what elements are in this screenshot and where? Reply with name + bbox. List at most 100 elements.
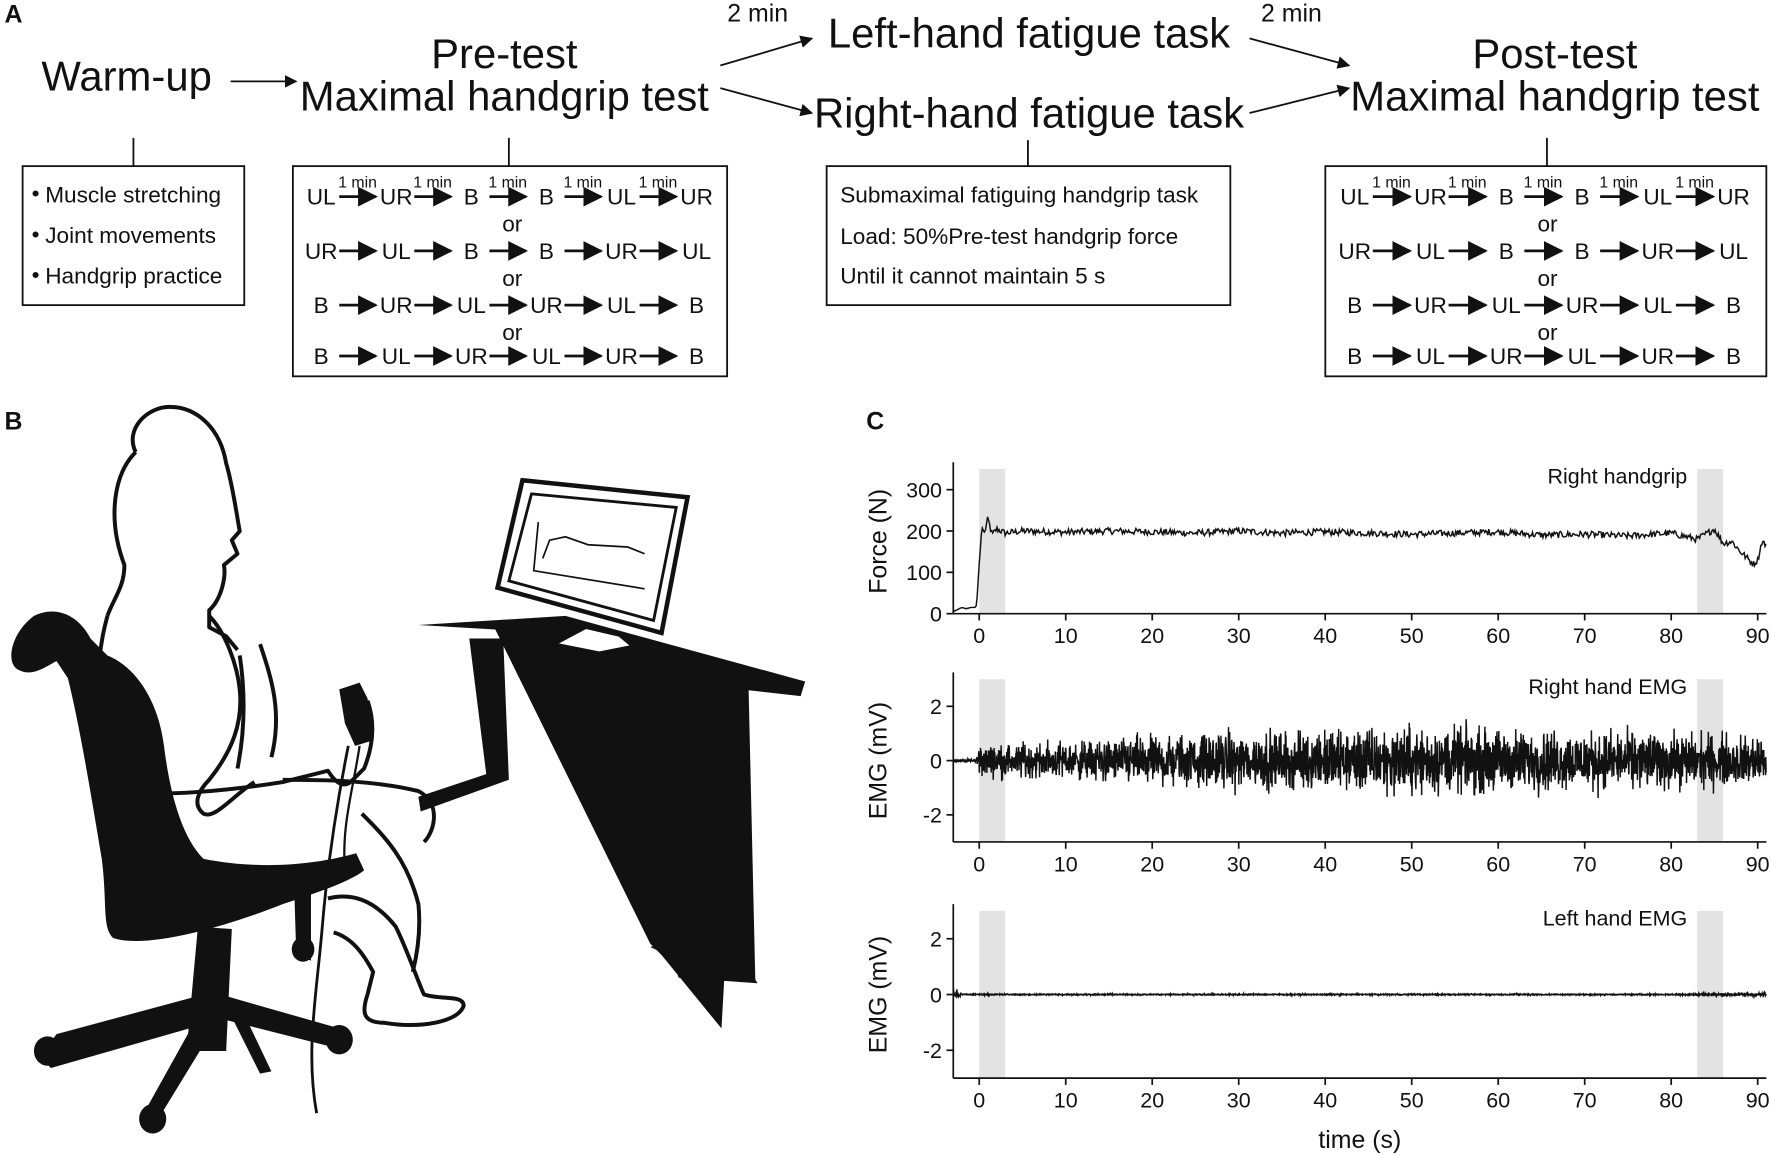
y-tick-label: -2 xyxy=(923,804,942,828)
x-tick-label: 90 xyxy=(1746,1089,1770,1113)
interval-label: 1 min xyxy=(1675,175,1714,192)
sequence-condition: UR xyxy=(380,293,413,318)
arrow-left-to-posttest xyxy=(1249,37,1351,69)
warmup-item-text: Handgrip practice xyxy=(45,264,222,289)
x-tick-label: 40 xyxy=(1313,852,1337,876)
posttest-title: Post-test xyxy=(1472,30,1637,77)
sequence-condition: UL xyxy=(1492,293,1521,318)
y-axis-label: EMG (mV) xyxy=(865,702,893,819)
sequence-condition: UL xyxy=(607,185,636,210)
x-tick-label: 80 xyxy=(1659,624,1683,648)
sequence-condition: UR xyxy=(1490,344,1523,369)
x-tick-label: 60 xyxy=(1486,624,1510,648)
posttest-subtitle: Maximal handgrip test xyxy=(1350,73,1760,120)
desk-illustration xyxy=(418,615,806,1029)
interval-label: 1 min xyxy=(1599,175,1638,192)
warmup-item: • Joint movements xyxy=(32,222,216,248)
sequence-condition: UL xyxy=(1643,293,1672,318)
analysis-window xyxy=(1697,469,1724,614)
x-tick-label: 80 xyxy=(1659,852,1683,876)
warmup-box xyxy=(21,165,246,307)
x-tick-label: 30 xyxy=(1227,852,1251,876)
x-tick-label: 10 xyxy=(1054,624,1078,648)
x-tick-label: 0 xyxy=(973,1089,985,1113)
sequence-condition: UR xyxy=(680,185,713,210)
y-tick-label: 0 xyxy=(930,749,942,773)
panel-a: A Warm-up Pre-test Maximal handgrip test… xyxy=(5,0,1768,378)
svg-text:•: • xyxy=(32,222,40,247)
warmup-item-text: Joint movements xyxy=(45,223,216,248)
or-label: or xyxy=(502,266,523,291)
sequence-condition: B xyxy=(1726,293,1741,318)
task-item: Load: 50%Pre-test handgrip force xyxy=(840,224,1178,249)
emg-trace xyxy=(952,988,1767,1000)
sequence-condition: B xyxy=(1574,239,1589,264)
x-tick-label: 20 xyxy=(1140,1089,1164,1113)
task-item: Until it cannot maintain 5 s xyxy=(840,264,1105,289)
x-tick-label: 30 xyxy=(1227,1089,1251,1113)
sequence-condition: B xyxy=(314,293,329,318)
sequence-condition: UR xyxy=(1414,185,1447,210)
x-tick-label: 50 xyxy=(1400,852,1424,876)
panel-b: B xyxy=(5,404,806,1134)
sequence-condition: B xyxy=(1726,344,1741,369)
sequence-condition: B xyxy=(1499,239,1514,264)
or-label: or xyxy=(502,212,523,237)
svg-text:•: • xyxy=(32,263,40,288)
sequence-condition: UL xyxy=(307,185,336,210)
handgrip-device xyxy=(310,682,374,1114)
interval-label: 1 min xyxy=(563,175,602,192)
y-tick-label: 0 xyxy=(930,603,942,627)
sequence-condition: B xyxy=(1347,344,1362,369)
or-label: or xyxy=(502,320,523,345)
force-trace xyxy=(952,516,1767,613)
x-tick-label: 40 xyxy=(1313,1089,1337,1113)
x-tick-label: 90 xyxy=(1746,852,1770,876)
x-tick-label: 70 xyxy=(1573,1089,1597,1113)
sequence-condition: UL xyxy=(532,344,561,369)
monitor-illustration xyxy=(494,477,691,655)
task-item: Submaximal fatiguing handgrip task xyxy=(840,182,1199,207)
y-tick-label: -2 xyxy=(923,1039,942,1063)
sequence-condition: B xyxy=(539,239,554,264)
arrow-pretest-to-right xyxy=(720,87,814,117)
x-tick-label: 80 xyxy=(1659,1089,1683,1113)
sequence-condition: B xyxy=(689,293,704,318)
emg-trace xyxy=(952,719,1767,798)
interval-label: 1 min xyxy=(1524,175,1563,192)
y-axis-label: Force (N) xyxy=(865,489,893,594)
x-tick-label: 60 xyxy=(1486,852,1510,876)
or-label: or xyxy=(1537,266,1558,291)
pretest-subtitle: Maximal handgrip test xyxy=(300,73,710,120)
sequence-condition: B xyxy=(1347,293,1362,318)
y-tick-label: 2 xyxy=(930,695,942,719)
y-tick-label: 2 xyxy=(930,928,942,952)
analysis-window xyxy=(979,469,1006,614)
interval-label: 1 min xyxy=(1372,175,1411,192)
or-label: or xyxy=(1537,320,1558,345)
sequence-condition: UL xyxy=(382,239,411,264)
warmup-item: • Muscle stretching xyxy=(32,181,221,207)
svg-text:•: • xyxy=(32,181,40,206)
left-task-label: Left-hand fatigue task xyxy=(828,9,1230,56)
y-tick-label: 0 xyxy=(930,983,942,1007)
x-tick-label: 70 xyxy=(1573,624,1597,648)
sequence-condition: UR xyxy=(1717,185,1750,210)
x-tick-label: 60 xyxy=(1486,1089,1510,1113)
sequence-condition: UR xyxy=(1566,293,1599,318)
x-tick-label: 0 xyxy=(973,624,985,648)
sequence-condition: UR xyxy=(530,293,563,318)
sequence-condition: B xyxy=(1574,185,1589,210)
sequence-condition: UL xyxy=(1568,344,1597,369)
x-tick-label: 50 xyxy=(1400,624,1424,648)
x-axis-label: time (s) xyxy=(1318,1126,1401,1154)
sequence-condition: UR xyxy=(1641,239,1674,264)
rest-label-right: 2 min xyxy=(1261,0,1322,27)
warmup-item: • Handgrip practice xyxy=(32,263,223,289)
sequence-condition: UL xyxy=(1719,239,1748,264)
chart-title: Left hand EMG xyxy=(1543,907,1687,931)
warmup-label: Warm-up xyxy=(41,52,211,99)
